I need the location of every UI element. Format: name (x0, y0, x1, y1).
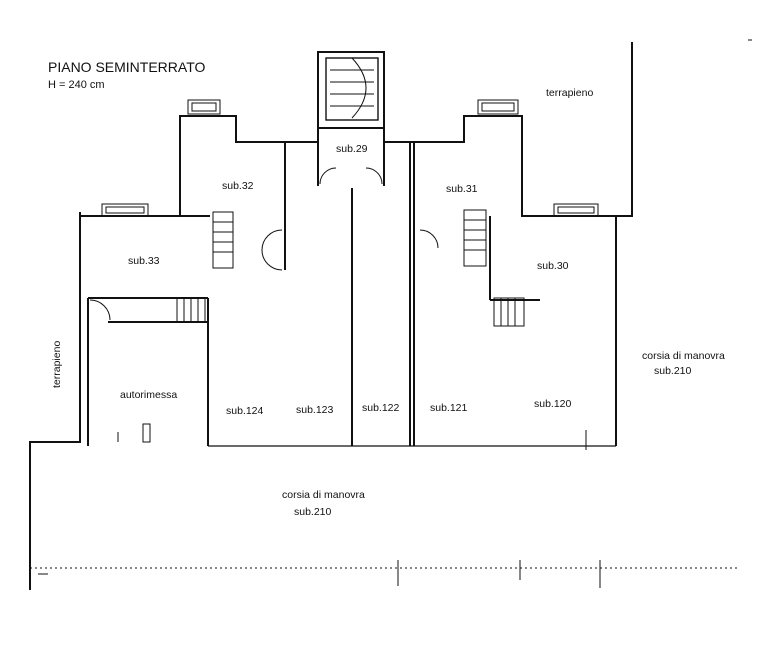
label-sub33: sub.33 (128, 255, 160, 267)
label-sub120: sub.120 (534, 398, 572, 410)
walls (29, 42, 633, 590)
wall-sub33 (80, 115, 318, 217)
label-sub122: sub.122 (362, 402, 400, 414)
label-corsia-right: corsia di manovra (642, 350, 725, 362)
details (30, 39, 752, 588)
label-corsia-bottom-sub: sub.210 (294, 506, 332, 518)
label-autorimessa: autorimessa (120, 389, 178, 401)
label-sub123: sub.123 (296, 404, 334, 416)
wall-sub31 (414, 42, 633, 217)
label-sub30: sub.30 (537, 260, 569, 272)
label-corsia-right-sub: sub.210 (654, 365, 692, 377)
outer-wall-left (29, 212, 81, 590)
label-terrapieno-top: terrapieno (546, 87, 594, 99)
stair-tower-sub29 (317, 51, 385, 142)
label-sub124: sub.124 (226, 405, 264, 417)
label-corsia-bottom: corsia di manovra (282, 489, 365, 501)
height-note: H = 240 cm (48, 79, 105, 91)
label-sub29: sub.29 (336, 143, 368, 155)
plan-title: PIANO SEMINTERRATO (48, 59, 206, 75)
label-sub31: sub.31 (446, 183, 478, 195)
label-sub121: sub.121 (430, 402, 468, 414)
label-sub32: sub.32 (222, 180, 254, 192)
label-terrapieno-left: terrapieno (51, 340, 63, 388)
